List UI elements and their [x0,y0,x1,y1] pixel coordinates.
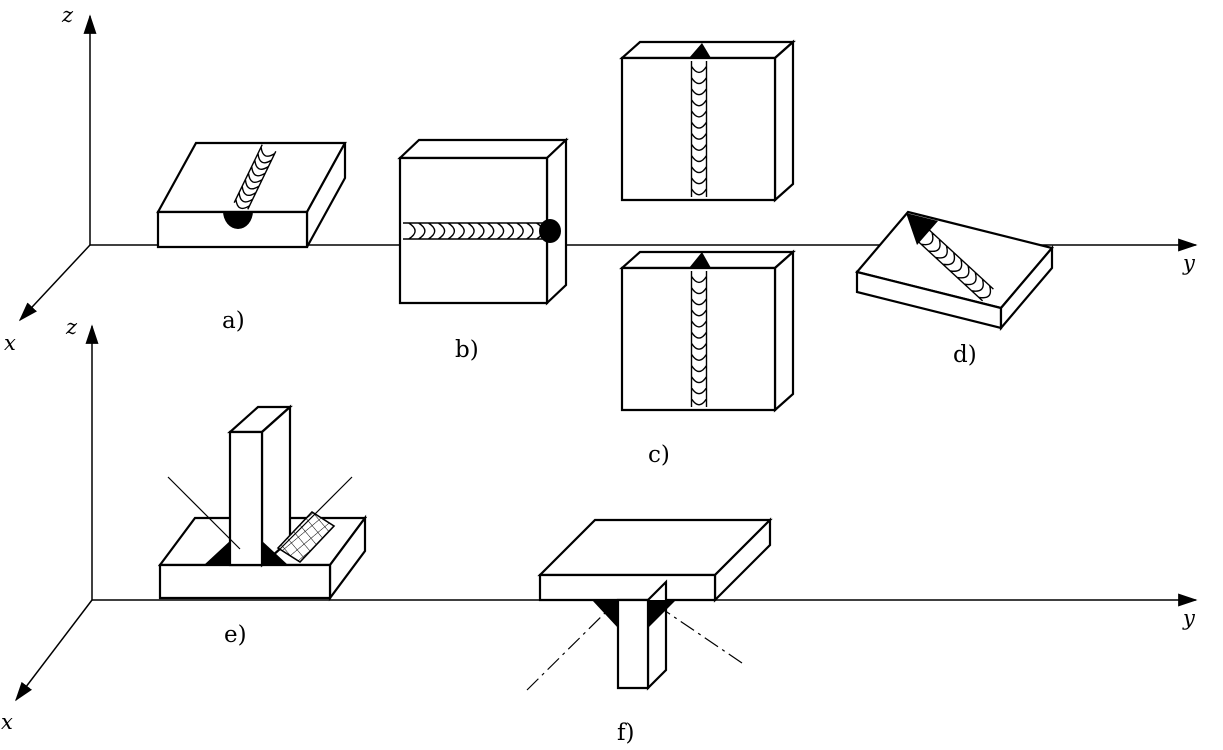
subfigure-c: c) [619,39,796,468]
x-axis-bottom [15,599,93,702]
plate-d-right-face [999,245,1054,331]
subfigure-f: f) [526,517,773,746]
z-axis-label-bottom: z [65,315,78,339]
y-axis-label-top: y [1182,251,1196,275]
label-f: f) [617,720,635,746]
weld-pool-d [906,213,938,245]
fillet-weld-f-left [592,600,618,628]
label-b: b) [455,337,479,363]
weld-bead-b [403,222,545,240]
label-d: d) [953,342,977,368]
x-axis-label-top: x [4,331,16,355]
z-axis-label-top: z [61,3,74,27]
weld-bead-d [918,229,994,302]
label-e: e) [224,622,247,648]
reference-line-e-right [267,476,353,562]
cube-b-top-face [397,138,569,160]
column-e-front-face [228,430,264,567]
weld-pool-b [539,219,561,243]
plate-a-front-face [156,210,309,249]
weld-pool-c1 [689,43,711,58]
fillet-weld-e-hatched [276,510,336,564]
weld-bead-c2 [690,271,708,407]
web-f-side-face [646,579,668,691]
cube-c-upper [619,39,796,203]
web-f-front-face [616,598,650,690]
fillet-weld-e-right [261,540,288,565]
x-axis-top [18,244,91,322]
centerline-f-left [526,607,611,691]
reference-line-e-left [167,476,241,550]
cube-c2-front-face [620,266,777,412]
x-axis-label-bottom: x [1,710,13,734]
fillet-weld-f-right [648,600,676,628]
cube-c1-right-face [773,39,795,203]
weld-bead-c1 [690,61,708,197]
fillet-weld-e-left [204,540,231,565]
label-a: a) [222,308,245,334]
weld-pool-c2 [689,252,711,268]
plate-f-front-face [538,573,717,602]
weld-bead-a [233,144,277,210]
subfigure-d: d) [855,210,1054,368]
subfigure-b: b) [397,137,569,363]
label-c: c) [648,442,670,468]
y-axis-label-bottom: y [1182,606,1196,630]
base-e-front-face [158,563,332,600]
subfigure-e: e) [157,404,368,648]
cube-c2-right-face [773,249,795,413]
subfigure-a: a) [156,141,347,334]
cube-c-lower [619,249,796,413]
weld-pool-a [223,211,253,229]
cube-c1-front-face [620,56,777,202]
centerline-f-right [657,605,743,664]
